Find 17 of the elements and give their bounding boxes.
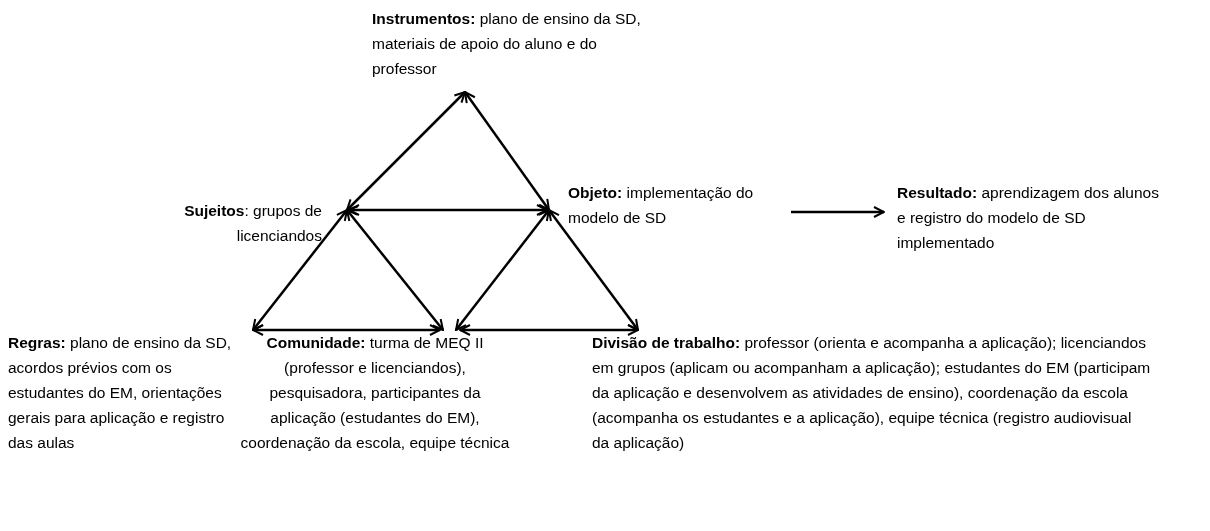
arrow — [346, 209, 444, 331]
arrow — [455, 209, 550, 331]
arrow — [346, 91, 466, 211]
arrow — [252, 324, 441, 336]
arrow — [791, 206, 885, 218]
arrow — [548, 209, 639, 331]
node-text: Sujeitos: grupos de licenciandos — [183, 201, 322, 246]
arrow — [459, 324, 639, 336]
node-text: Resultado: aprendizagem dos alunos e registro do modelo de SD implementado — [897, 183, 1160, 253]
arrow — [464, 91, 550, 211]
node-text: Objeto: implementação do modelo de SD — [568, 183, 755, 228]
node-text: Comunidade: turma de MEQ II (professor e licenciandos), pesquisadora, participantes da aplicação (estudantes do EM), coordenação da escola, equipe técnica — [240, 333, 510, 453]
node-text: Instrumentos: plano de ensino da SD, materiais de apoio do aluno e do professor — [372, 9, 642, 79]
arrow — [348, 204, 548, 216]
node-text: Divisão de trabalho: professor (orienta e acompanha a aplicação); licenciandos em grupos (aplicam ou acompanham a aplicação); estudantes do EM (participam da aplicação e desenvolvem as atividades de ensino), coordenação da escola (acompanha os estudantes e a aplicação), equipe técnica (registro audiovisual da aplicação) — [592, 333, 1152, 453]
node-text: Regras: plano de ensino da SD, acordos prévios com os estudantes do EM, orientações gerais para aplicação e registro das aulas — [8, 333, 233, 453]
arrow — [252, 209, 348, 331]
